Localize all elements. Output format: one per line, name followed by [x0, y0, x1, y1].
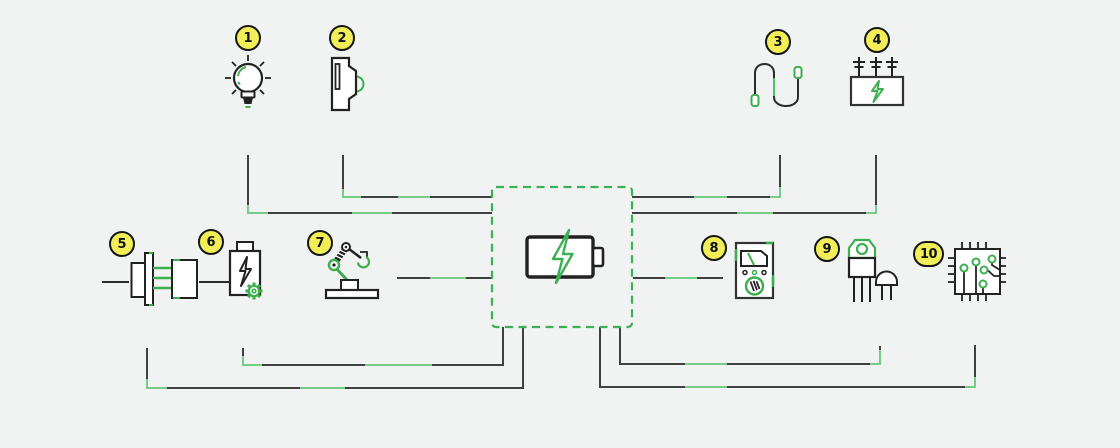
battery-gear-icon	[228, 241, 263, 300]
wire-node4	[632, 155, 877, 214]
node-badge-1: 1	[235, 25, 261, 51]
multimeter-icon	[734, 241, 775, 300]
node-badge-5: 5	[109, 231, 135, 257]
node-badge-4: 4	[864, 27, 890, 53]
wall-socket-icon	[330, 56, 365, 112]
wire-node3	[632, 155, 781, 198]
battery-hub	[490, 185, 634, 329]
wire-node1	[247, 155, 492, 214]
wire-node2	[342, 155, 492, 198]
node-badge-6: 6	[198, 229, 224, 255]
wire-node10	[599, 327, 976, 388]
light-bulb-icon	[225, 55, 271, 108]
battery-charging-icon	[525, 228, 605, 285]
plug-connector-icon	[102, 252, 230, 306]
wire-node6	[242, 327, 504, 366]
node-badge-8: 8	[701, 235, 727, 261]
circuit-board-icon	[948, 242, 1006, 301]
dashed-hub-frame	[490, 185, 634, 329]
transistors-icon	[847, 238, 898, 302]
wire-green-segments	[146, 187, 976, 389]
wire-node5	[146, 327, 524, 389]
node-badge-3: 3	[765, 29, 791, 55]
power-supply-icon	[849, 57, 905, 107]
power-cable-icon	[750, 63, 803, 107]
node-badge-9: 9	[814, 236, 840, 262]
node-badge-10: 10	[913, 241, 944, 267]
node-badge-7: 7	[307, 230, 333, 256]
robot-arm-icon	[324, 242, 380, 300]
gear-icon	[245, 282, 263, 300]
node-badge-2: 2	[329, 25, 355, 51]
wire-node9	[619, 327, 881, 365]
